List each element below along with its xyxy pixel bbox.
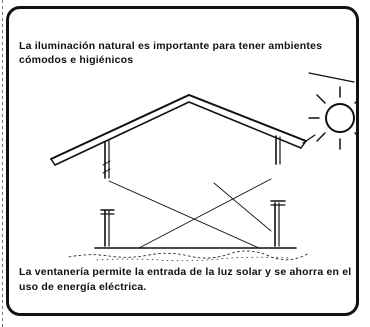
page-edge-line: [2, 0, 3, 327]
left-wall: [100, 140, 115, 247]
right-wall: [270, 135, 286, 247]
caption-top: La iluminación natural es importante par…: [19, 40, 323, 66]
illustration: [50, 72, 356, 262]
sun-icon: [302, 72, 356, 150]
figure-panel: La iluminación natural es importante par…: [6, 6, 359, 316]
caption-bottom: La ventanería permite la entrada de la l…: [19, 266, 352, 293]
ground-line: [68, 247, 310, 262]
roof-outline: [50, 93, 307, 166]
light-ray-lines: [108, 178, 272, 249]
